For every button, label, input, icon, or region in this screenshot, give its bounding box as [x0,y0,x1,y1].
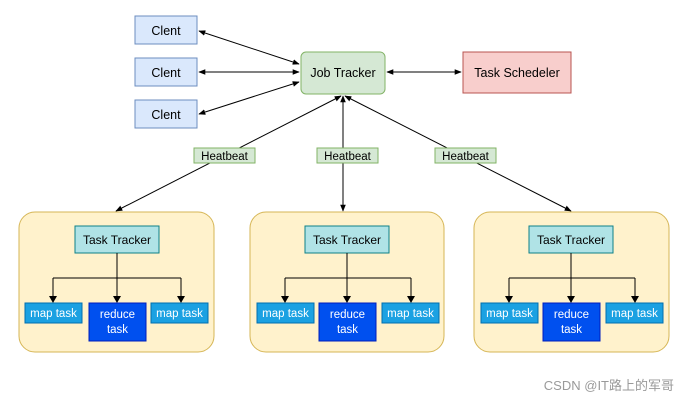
tree-lines-3 [508,253,636,297]
arrow-client3-job [198,81,300,115]
reduce-task-1 [88,302,147,342]
task-tracker-label-1: Task Tracker [83,233,151,247]
worker-node-2: Task Tracker map task reduce task map ta… [249,211,445,353]
task-scheduler-box: Task Schedeler [462,51,572,94]
map-task-left-2 [256,302,315,324]
reduce-task-3 [542,302,601,342]
client-label-2: Clent [151,66,181,80]
svg-text:reduce: reduce [330,309,365,321]
tree-arrowheads-2 [281,296,415,303]
svg-text:map task: map task [30,308,77,320]
heartbeat-label-1: Heatbeat [193,147,256,164]
task-tracker-label-2: Task Tracker [313,233,381,247]
client-box-1: Clent [134,15,198,45]
svg-text:map task: map task [156,308,203,320]
watermark-text: CSDN @IT路上的军哥 [544,378,674,393]
task-tracker-box-3 [528,225,614,254]
svg-text:reduce: reduce [100,309,135,321]
svg-text:Heatbeat: Heatbeat [324,151,371,163]
map-task-right-3 [605,302,664,324]
job-tracker-box: Job Tracker [300,51,386,95]
svg-text:map task: map task [262,308,309,320]
svg-text:task: task [107,324,128,336]
svg-text:Heatbeat: Heatbeat [201,151,248,163]
reduce-task-2 [318,302,377,342]
map-task-left-3 [480,302,539,324]
task-tracker-label-3: Task Tracker [537,233,605,247]
task-tracker-box-1 [74,225,160,254]
map-task-left-1 [24,302,83,324]
task-scheduler-label: Task Schedeler [474,66,559,80]
svg-text:map task: map task [611,308,658,320]
client-box-2: Clent [134,57,198,87]
worker-node-1: Task Tracker map task reduce task map ta… [18,211,215,353]
tree-lines-2 [284,253,412,297]
svg-text:Heatbeat: Heatbeat [442,151,489,163]
task-tracker-box-2 [304,225,390,254]
tree-lines-1 [52,253,182,297]
map-task-right-2 [381,302,440,324]
tree-arrowheads-3 [505,296,639,303]
map-task-right-1 [150,302,209,324]
svg-text:map task: map task [387,308,434,320]
svg-text:reduce: reduce [554,309,589,321]
svg-text:task: task [561,324,582,336]
job-tracker-label: Job Tracker [310,66,375,80]
tree-arrowheads-1 [49,296,185,303]
arrow-client1-job [198,30,300,65]
client-box-3: Clent [134,99,198,129]
client-label-3: Clent [151,108,181,122]
worker-node-3: Task Tracker map task reduce task map ta… [473,211,670,353]
heartbeat-label-3: Heatbeat [434,147,497,164]
heartbeat-label-2: Heatbeat [316,147,379,164]
svg-text:map task: map task [486,308,533,320]
svg-text:task: task [337,324,358,336]
client-label-1: Clent [151,24,181,38]
